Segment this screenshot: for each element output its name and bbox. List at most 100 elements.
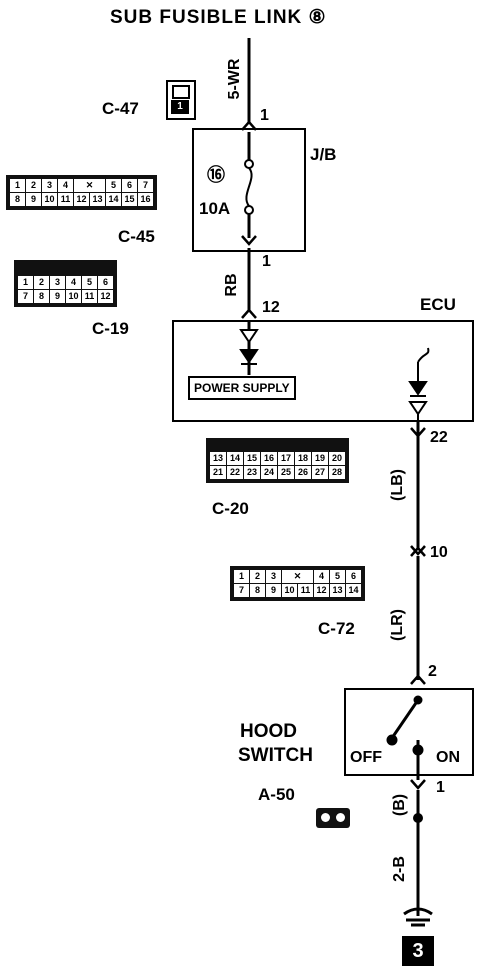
c45-pin: 7 (138, 179, 153, 192)
c20-connector-face: 13 14 15 16 17 18 19 20 21 22 23 24 25 2… (206, 438, 349, 483)
c72-connector-face: 1 2 3 ✕ 4 5 6 7 8 9 10 11 12 13 14 (230, 566, 365, 601)
c45-pin: 2 (26, 179, 41, 192)
ecu-label: ECU (420, 295, 456, 314)
c19-pin: 10 (66, 290, 81, 303)
a50-label: A-50 (258, 785, 295, 804)
c20-pin: 24 (261, 466, 277, 479)
c72-pin: 10 (282, 584, 297, 597)
ecu-box (172, 320, 474, 422)
c20-pin: 15 (244, 452, 260, 465)
c45-pin: 11 (58, 193, 73, 206)
c45-pin: 13 (90, 193, 105, 206)
c45-label: C-45 (118, 227, 155, 246)
c19-pin: 2 (34, 276, 49, 289)
c20-pin: 27 (312, 466, 328, 479)
c45-blank: ✕ (74, 179, 105, 192)
c72-pin: 3 (266, 570, 281, 583)
hood-switch-on: ON (436, 749, 460, 766)
ecu-pin-out: 22 (430, 429, 448, 446)
c20-label: C-20 (212, 499, 249, 518)
c72-pin: 8 (250, 584, 265, 597)
c47-pin: 1 (171, 100, 189, 114)
c45-pin: 4 (58, 179, 73, 192)
hood-switch-label-2: SWITCH (238, 745, 313, 766)
c19-pin: 1 (18, 276, 33, 289)
ground-number: 3 (402, 936, 434, 966)
c72-pin: 13 (330, 584, 345, 597)
c45-pin: 6 (122, 179, 137, 192)
c20-pin: 14 (227, 452, 243, 465)
c20-pin: 21 (210, 466, 226, 479)
c45-connector-face: 1 2 3 4 ✕ 5 6 7 8 9 10 11 12 13 14 15 16 (6, 175, 157, 210)
jb-pin-in: 1 (260, 107, 269, 124)
c72-pin: 4 (314, 570, 329, 583)
wire-label-5wr: 5-WR (226, 58, 243, 100)
c20-pin: 20 (329, 452, 345, 465)
c47-label: C-47 (102, 99, 139, 118)
c19-pin: 11 (82, 290, 97, 303)
c19-pin: 5 (82, 276, 97, 289)
c72-pin: 12 (314, 584, 329, 597)
wire-label-lb: (LB) (389, 469, 406, 501)
c19-pin: 6 (98, 276, 113, 289)
wire-label-2b: 2-B (391, 856, 408, 882)
ecu-pin-in: 12 (262, 299, 280, 316)
connector-pin-10: 10 (430, 544, 448, 561)
c47-connector-face: 1 (166, 80, 196, 120)
fuse-number: ⑯ (207, 165, 225, 185)
c45-pin: 9 (26, 193, 41, 206)
c45-pin: 16 (138, 193, 153, 206)
wire-label-lr: (LR) (389, 609, 406, 641)
c45-pin: 8 (10, 193, 25, 206)
hood-switch-label-1: HOOD (240, 721, 297, 742)
c20-pin: 28 (329, 466, 345, 479)
c45-pin: 14 (106, 193, 121, 206)
diagram-title: SUB FUSIBLE LINK ⑧ (110, 7, 327, 28)
wire-label-b: (B) (391, 793, 408, 817)
c72-blank: ✕ (282, 570, 313, 583)
c72-pin: 6 (346, 570, 361, 583)
c45-pin: 12 (74, 193, 89, 206)
power-supply-label: POWER SUPPLY (188, 376, 296, 400)
c19-pin: 3 (50, 276, 65, 289)
c72-pin: 1 (234, 570, 249, 583)
c20-pin: 23 (244, 466, 260, 479)
c20-pin: 18 (295, 452, 311, 465)
c20-pin: 26 (295, 466, 311, 479)
c20-pin: 19 (312, 452, 328, 465)
junction-block-label: J/B (310, 145, 337, 164)
hood-switch-pin-in: 2 (428, 663, 437, 680)
c72-pin: 2 (250, 570, 265, 583)
c20-pin: 17 (278, 452, 294, 465)
c19-pin: 9 (50, 290, 65, 303)
c72-pin: 9 (266, 584, 281, 597)
hood-switch-box (344, 688, 474, 776)
c19-label: C-19 (92, 319, 129, 338)
c19-pin: 7 (18, 290, 33, 303)
c19-pin: 4 (66, 276, 81, 289)
c20-pin: 22 (227, 466, 243, 479)
c20-pin: 16 (261, 452, 277, 465)
wire-label-rb: RB (223, 273, 240, 297)
c72-label: C-72 (318, 619, 355, 638)
c19-pin: 8 (34, 290, 49, 303)
junction-block-box (192, 128, 306, 252)
hood-switch-off: OFF (350, 749, 382, 766)
jb-pin-out: 1 (262, 253, 271, 270)
c20-pin: 25 (278, 466, 294, 479)
fuse-rating: 10A (199, 199, 231, 218)
c72-pin: 11 (298, 584, 313, 597)
c19-connector-face: 1 2 3 4 5 6 7 8 9 10 11 12 (14, 260, 117, 307)
a50-connector-icon (316, 808, 350, 828)
c45-pin: 10 (42, 193, 57, 206)
hood-switch-pin-out: 1 (436, 779, 445, 796)
c45-pin: 5 (106, 179, 121, 192)
c19-pin: 12 (98, 290, 113, 303)
c45-pin: 15 (122, 193, 137, 206)
c45-pin: 1 (10, 179, 25, 192)
c72-pin: 14 (346, 584, 361, 597)
c20-pin: 13 (210, 452, 226, 465)
c72-pin: 5 (330, 570, 345, 583)
c45-pin: 3 (42, 179, 57, 192)
